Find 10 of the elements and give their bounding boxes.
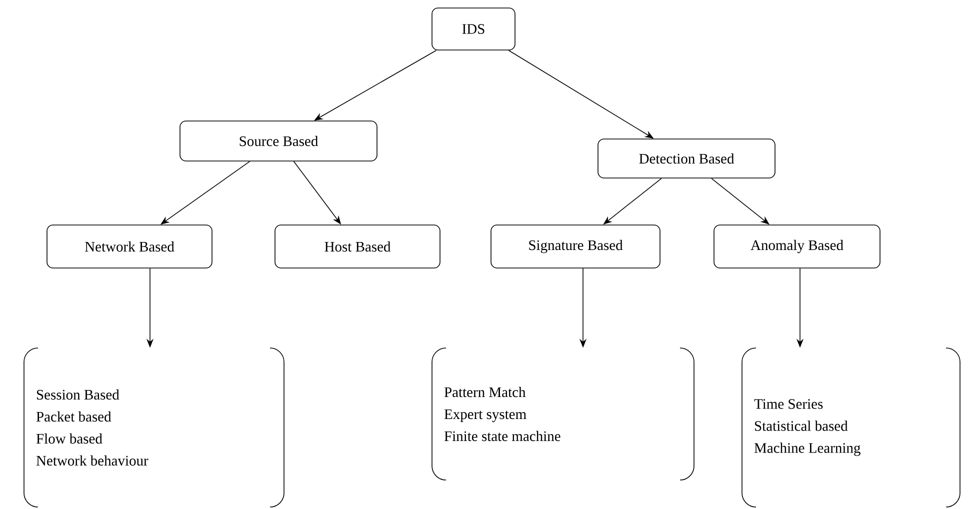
bracket-list: Session Based Packet based Flow based Network behaviour: [24, 348, 284, 508]
process-box: Anomaly Based: [714, 224, 880, 268]
process-box: Host Based: [274, 224, 440, 268]
process-box: Source Based: [180, 120, 378, 162]
process-box: Signature Based: [490, 224, 660, 268]
bracket-list: Time Series Statistical based Machine Learning: [742, 348, 960, 508]
process-box: Network Based: [46, 224, 212, 268]
process-box: Detection Based: [598, 138, 776, 178]
process-box: IDS: [432, 8, 516, 50]
bracket-list: Pattern Match Expert system Finite state machine: [432, 348, 694, 480]
